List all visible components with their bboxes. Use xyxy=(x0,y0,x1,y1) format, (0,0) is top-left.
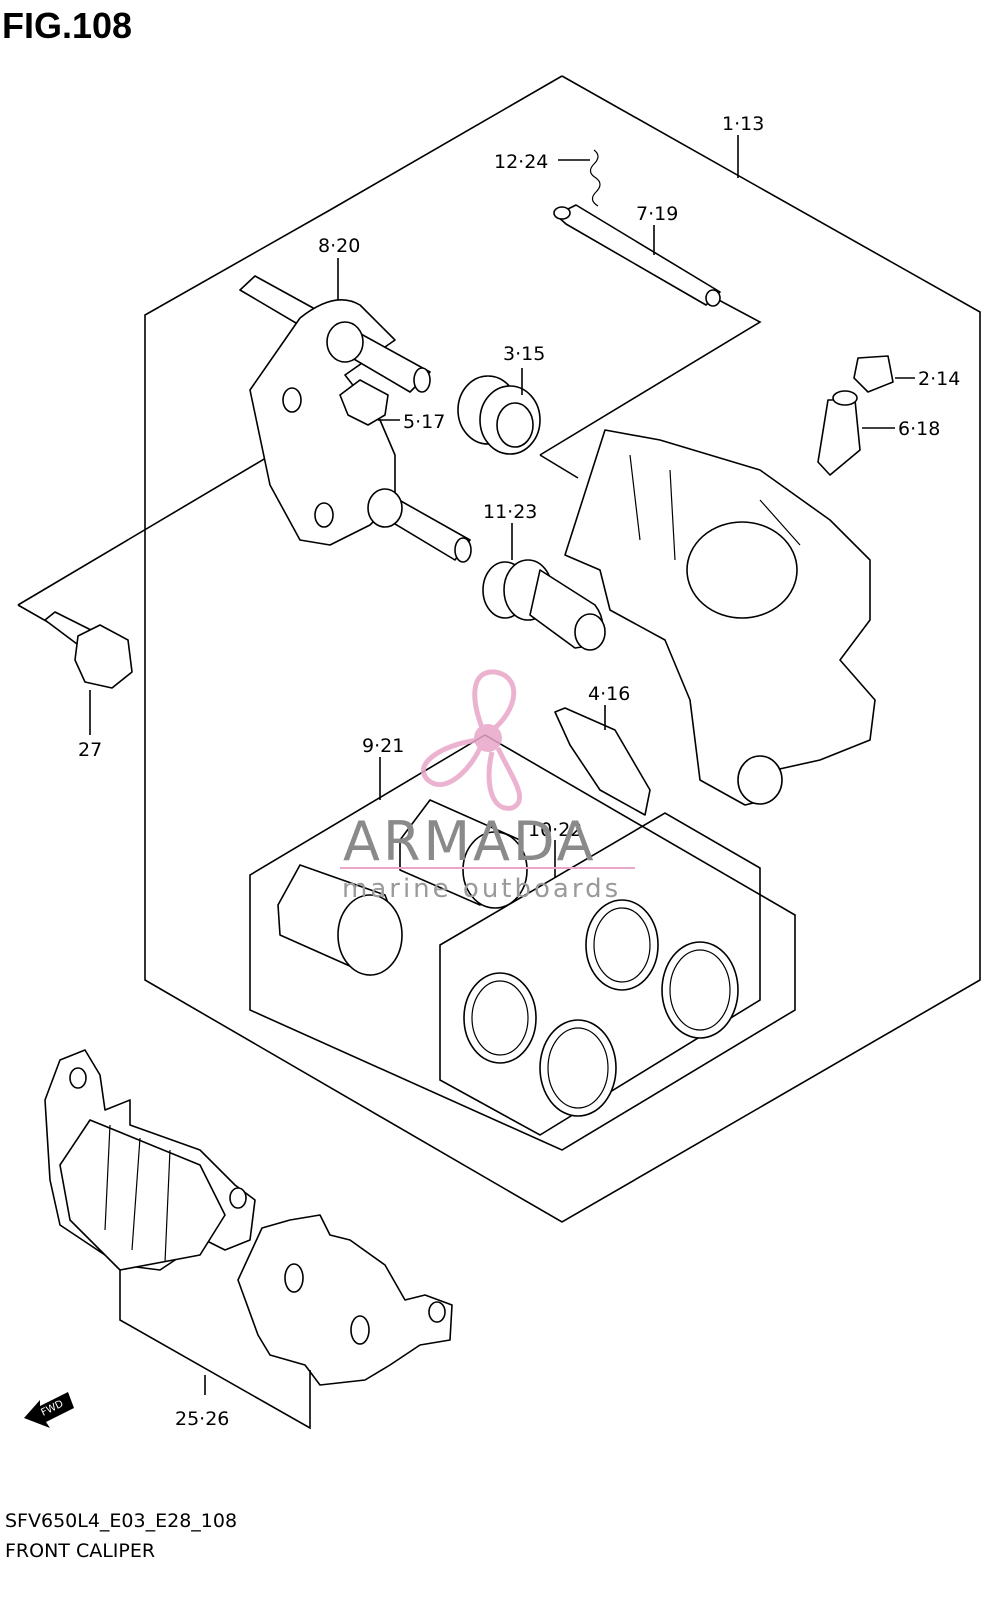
caliper-sleeve xyxy=(482,559,606,651)
piston-seals xyxy=(463,899,739,1117)
callout-label: 8·20 xyxy=(318,235,360,257)
figure-title: FIG.108 xyxy=(2,5,132,46)
fwd-arrow-icon: FWD xyxy=(24,1392,74,1428)
bleeder-screw xyxy=(817,390,861,476)
piston-small xyxy=(277,864,403,976)
bleeder-cap xyxy=(853,355,894,393)
callout-label: 25·26 xyxy=(175,1408,229,1430)
spring-clip xyxy=(339,379,389,426)
pin-clip xyxy=(589,149,601,207)
callout-label: 1·13 xyxy=(722,113,764,135)
callout-label: 4·16 xyxy=(588,683,630,705)
callout-label: 3·15 xyxy=(503,343,545,365)
model-code: SFV650L4_E03_E28_108 xyxy=(5,1510,237,1532)
caliper-body xyxy=(564,429,876,806)
brake-pad-inner xyxy=(44,1049,256,1271)
callout-label: 11·23 xyxy=(483,501,537,523)
bracket-bolt xyxy=(44,611,133,689)
assembly-outline xyxy=(144,75,981,1223)
callout-label: 2·14 xyxy=(918,368,960,390)
callout-label: 6·18 xyxy=(898,418,940,440)
watermark-brand: ARMADA xyxy=(343,810,597,873)
propeller-logo-icon xyxy=(420,669,523,811)
callout-label: 5·17 xyxy=(403,411,445,433)
brake-pad-outer xyxy=(237,1214,453,1386)
pin-boot xyxy=(457,375,541,455)
callout-label: 9·21 xyxy=(362,735,404,757)
callout-label: 7·19 xyxy=(636,203,678,225)
watermark-tagline: marine outboards xyxy=(342,874,621,904)
callout-label: 27 xyxy=(78,739,102,761)
piston-large xyxy=(399,799,528,909)
seal-group-outline xyxy=(439,812,761,1136)
callout-label: 10·22 xyxy=(528,819,582,841)
caliper-bracket xyxy=(239,275,472,563)
figure-caption: FRONT CALIPER xyxy=(5,1540,155,1562)
caliper-pin xyxy=(553,204,721,307)
callout-label: 12·24 xyxy=(494,151,548,173)
pad-spring xyxy=(554,707,651,816)
